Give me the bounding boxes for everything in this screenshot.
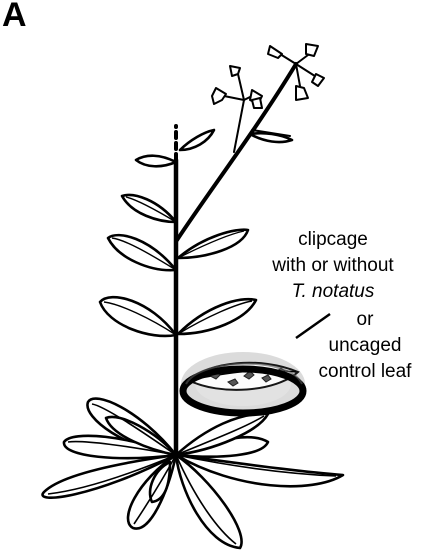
annotation-line-with-or-without: with or without [233,255,425,277]
flower [230,66,240,76]
stem-leaf [180,130,214,150]
pedicel [280,54,296,64]
stem-leaf [136,156,176,167]
stem-leaf [108,235,176,270]
stem-leaf [178,299,256,334]
pedicel [224,96,244,100]
flower [296,86,308,100]
annotation-line-or: or [265,309,425,331]
pedicel [238,74,244,100]
flower [252,98,262,108]
annotation-line-clipcage: clipcage [233,229,425,251]
flower [212,88,226,104]
flower-branch [177,64,296,240]
flower [306,44,318,56]
annotation-line-uncaged: uncaged [265,335,425,357]
annotation-line-control-leaf: control leaf [265,361,425,383]
flower [268,46,282,58]
annotation-line-species: T. notatus [233,281,425,303]
